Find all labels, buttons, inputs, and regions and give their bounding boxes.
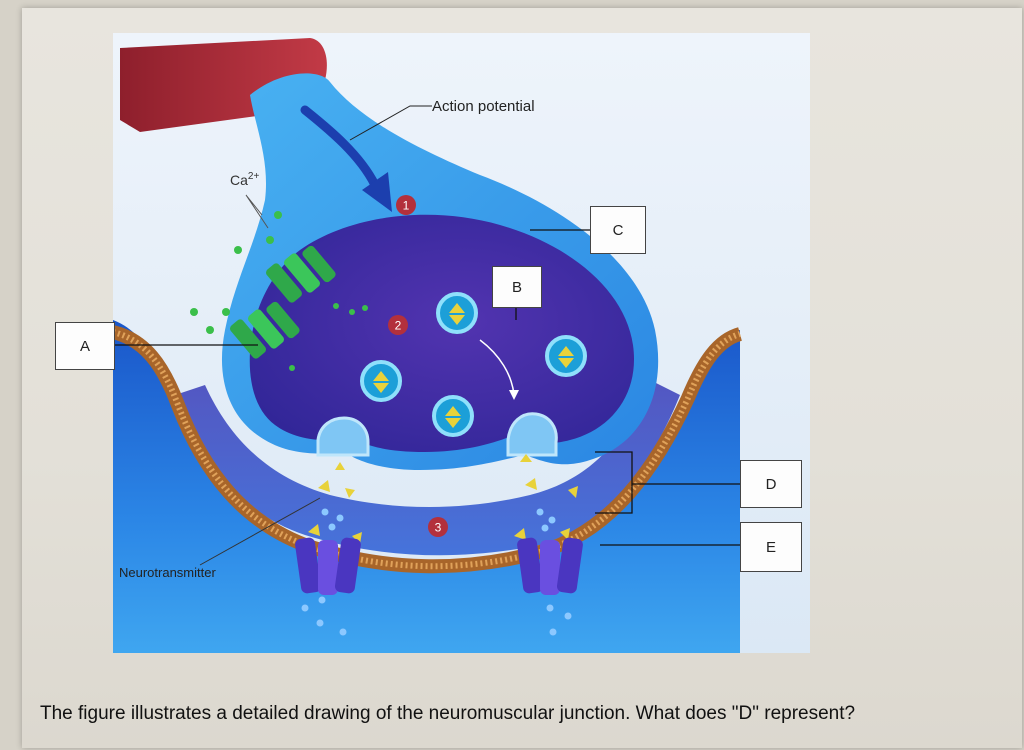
neurotransmitter-label: Neurotransmitter	[119, 565, 216, 580]
synaptic-vesicle	[545, 335, 587, 377]
label-box-a: A	[55, 322, 115, 370]
label-box-e: E	[740, 522, 802, 572]
muscle-membrane-texture	[112, 329, 741, 570]
action-potential-label: Action potential	[432, 98, 535, 115]
label-box-c: C	[590, 206, 646, 254]
synaptic-vesicle	[436, 292, 478, 334]
svg-text:1: 1	[403, 199, 410, 213]
svg-text:3: 3	[435, 521, 442, 535]
step-marker-1: 1	[396, 195, 416, 215]
vesicle-movement-arrowhead	[509, 390, 519, 400]
synaptic-cleft	[175, 380, 680, 556]
release-site-right	[506, 412, 558, 457]
action-potential-arrowhead	[362, 172, 392, 212]
release-site-left	[316, 416, 370, 457]
label-box-d: D	[740, 460, 802, 508]
step-marker-2: 2	[388, 315, 408, 335]
neurotransmitter-leader	[199, 497, 321, 566]
action-potential-leader	[349, 105, 432, 141]
calcium-channel-upper	[266, 245, 336, 303]
step-marker-3: 3	[428, 517, 448, 537]
acetylcholine-receptor-right	[517, 537, 583, 595]
calcium-ions	[190, 211, 368, 371]
svg-text:2: 2	[395, 319, 402, 333]
muscle-fiber	[113, 320, 740, 653]
synaptic-vesicle	[360, 360, 402, 402]
question-text: The figure illustrates a detailed drawin…	[40, 703, 856, 724]
acetylcholine-receptor-left	[295, 537, 361, 595]
synaptic-vesicle	[432, 395, 474, 437]
vesicle-movement-arrow	[479, 339, 515, 396]
action-potential-arrow	[300, 105, 380, 190]
calcium-pointer	[245, 194, 269, 229]
calcium-label: Ca2+	[230, 171, 259, 188]
label-box-b: B	[492, 266, 542, 308]
calcium-channel-lower	[230, 301, 300, 359]
sodium-ions	[301, 508, 572, 636]
leader-d-bracket	[595, 451, 740, 514]
